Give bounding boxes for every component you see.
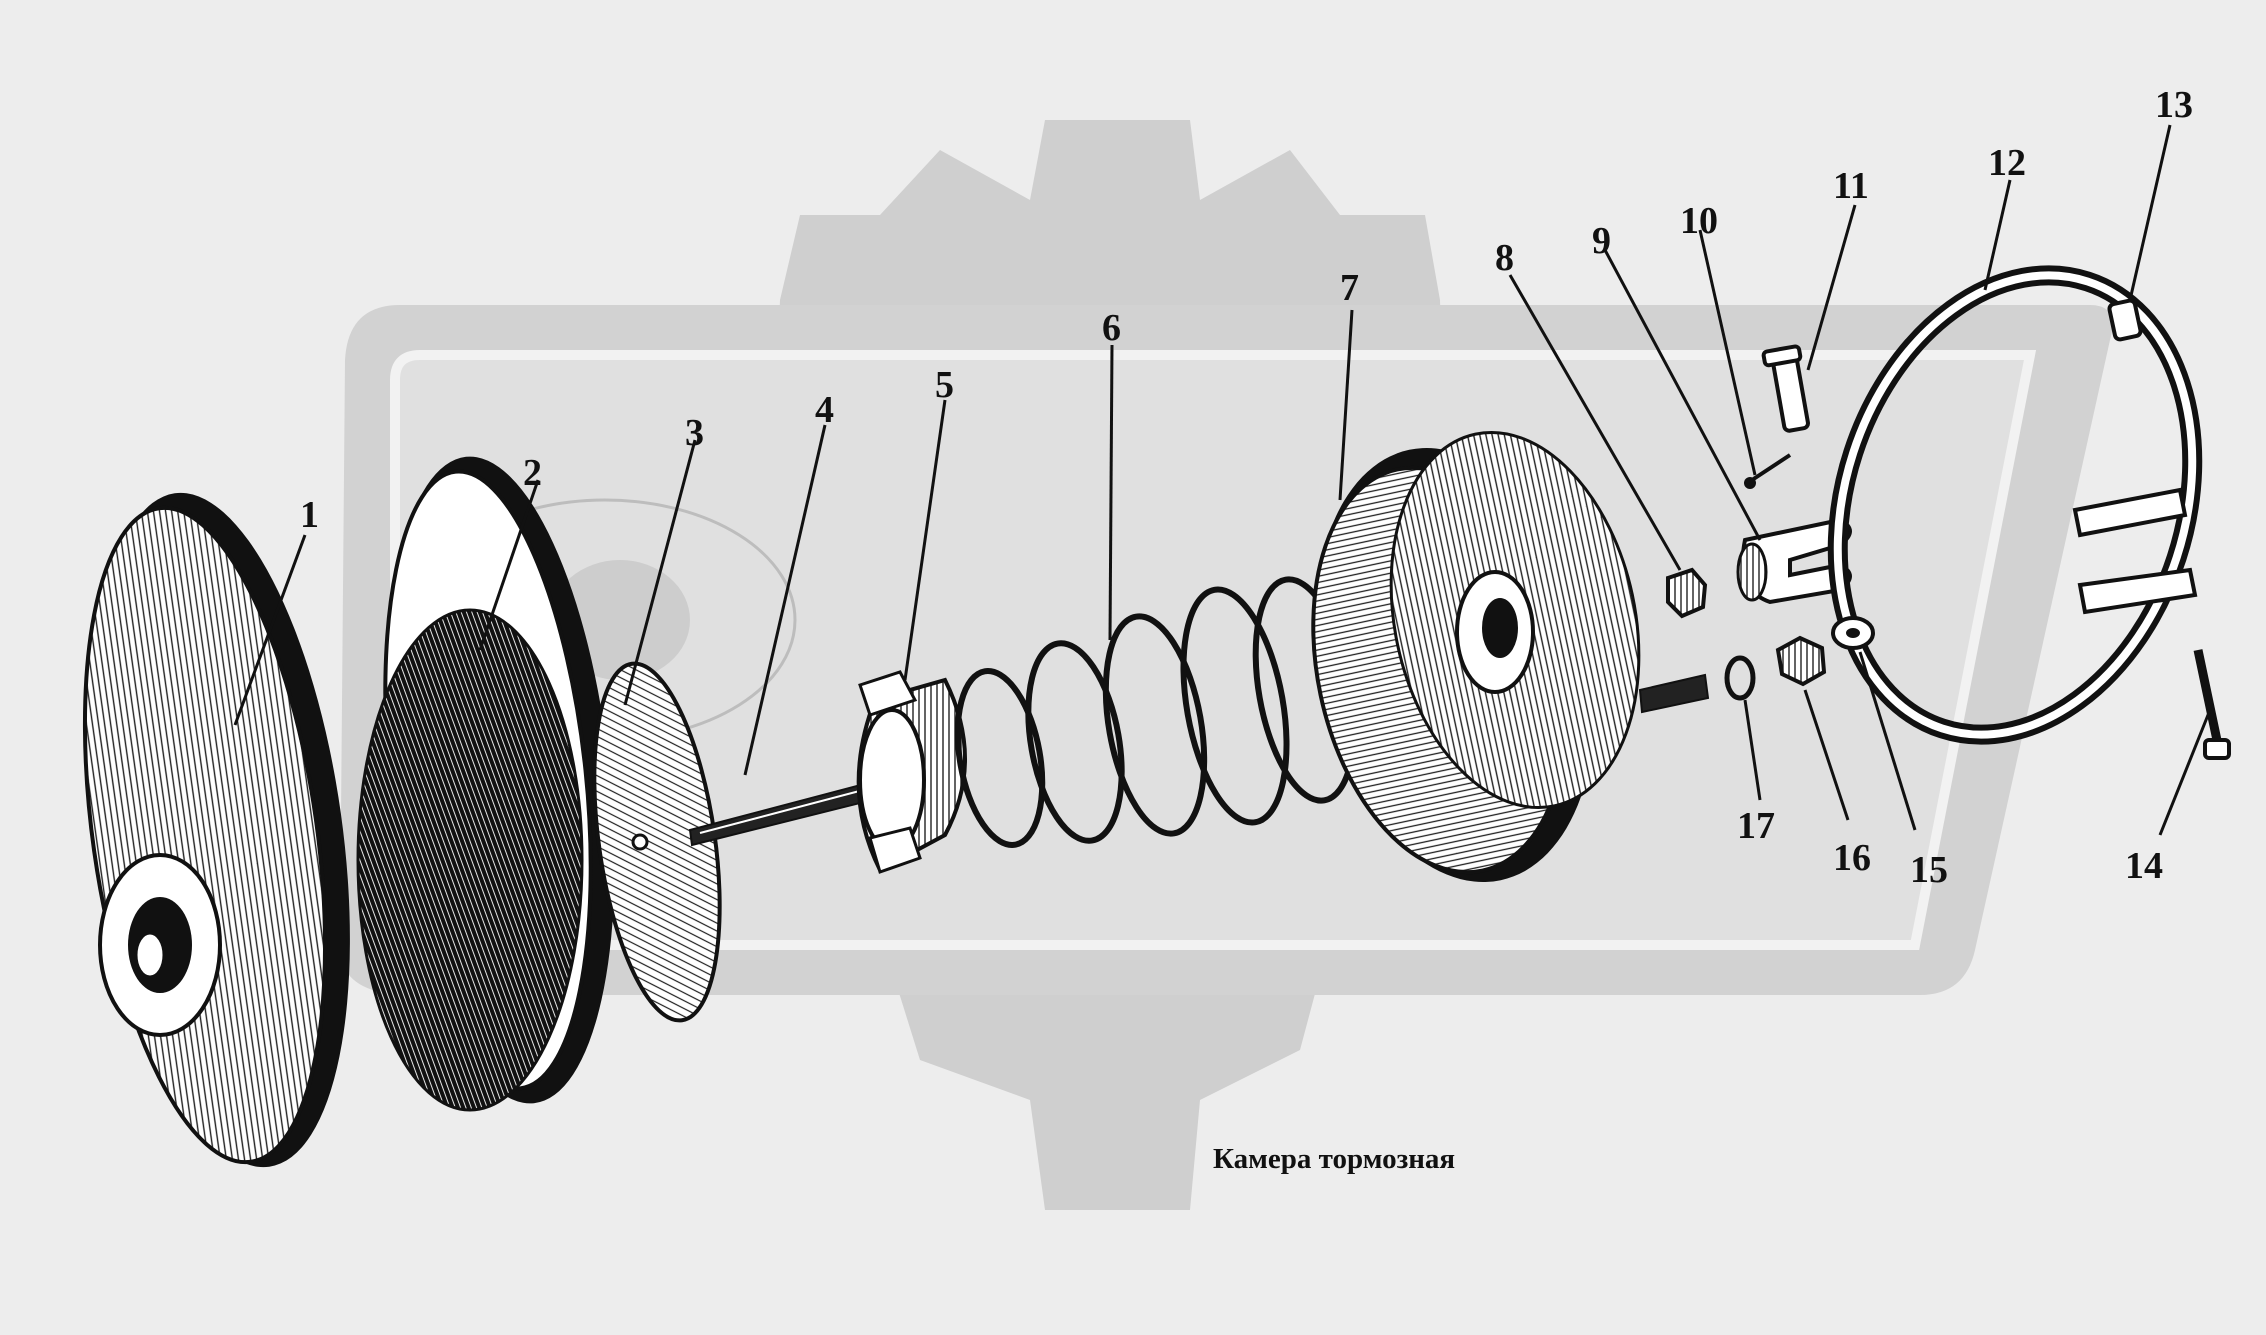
- part-7-chamber: [1311, 430, 1710, 883]
- callout-4: 4: [815, 389, 834, 431]
- part-15-washer: [1831, 616, 1875, 650]
- watermark-logo: [338, 120, 2113, 1210]
- part-16-nut: [1775, 635, 1827, 687]
- part-5-sleeve: [856, 670, 967, 874]
- callout-17: 17: [1737, 805, 1775, 847]
- callout-5: 5: [935, 364, 954, 406]
- part-13-bushing: [2107, 298, 2143, 342]
- callout-14: 14: [2125, 845, 2163, 887]
- callout-8: 8: [1495, 237, 1514, 279]
- part-2-housing: [356, 456, 615, 1112]
- part-10-cotter-pin: [1744, 453, 1792, 489]
- callout-9: 9: [1592, 220, 1611, 262]
- callout-16: 16: [1833, 837, 1871, 879]
- part-14-bolt: [2193, 649, 2231, 760]
- leader-lines: [233, 124, 2212, 836]
- callout-15: 15: [1910, 849, 1948, 891]
- callout-6: 6: [1102, 307, 1121, 349]
- callout-3: 3: [685, 412, 704, 454]
- part-1-cover: [82, 492, 350, 1168]
- callout-12: 12: [1988, 142, 2026, 184]
- part-11-pin: [1761, 344, 1810, 433]
- part-6-spring: [954, 576, 1358, 848]
- part-12-clamp-ring: [1827, 265, 2203, 745]
- part-8-nut: [1666, 567, 1708, 619]
- diagram-caption: Камера тормозная: [1213, 1143, 1455, 1175]
- callout-7: 7: [1340, 267, 1359, 309]
- part-9-fork: [1736, 517, 1852, 605]
- callout-2: 2: [523, 452, 542, 494]
- callout-11: 11: [1833, 165, 1869, 207]
- callout-13: 13: [2155, 84, 2193, 126]
- callout-numbers: 1 2 3 4 5 6 7 8 9 10 11 12 13 14 15 16 1…: [300, 84, 2193, 891]
- callout-1: 1: [300, 494, 319, 536]
- callout-10: 10: [1680, 200, 1718, 242]
- part-17-lock-washer: [1724, 655, 1756, 701]
